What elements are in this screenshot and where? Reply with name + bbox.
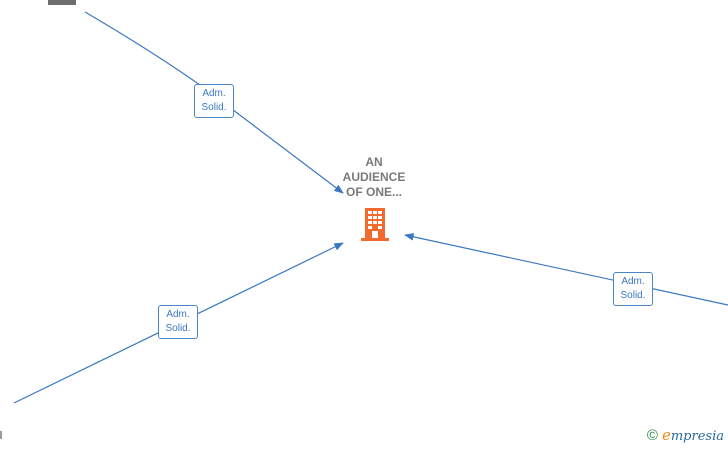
edge-label-line: Solid.	[620, 290, 646, 301]
edge-top-left[interactable]	[84, 11, 344, 194]
edge-label-line: Adm.	[621, 276, 645, 287]
left-node-stub[interactable]	[0, 431, 2, 439]
edge-label-line: Solid.	[201, 102, 227, 113]
company-name-line: AUDIENCE	[342, 170, 406, 184]
building-icon[interactable]	[360, 207, 390, 241]
edge-label-line: Adm.	[166, 309, 190, 320]
company-name-line: AN	[365, 155, 383, 169]
empresia-watermark: ©empresia	[647, 426, 724, 444]
top-node-stub[interactable]	[48, 0, 76, 5]
copyright-symbol: ©	[646, 427, 658, 444]
edge-label-bottom-left[interactable]: Adm. Solid.	[158, 305, 198, 339]
edge-right[interactable]	[404, 233, 728, 306]
edge-label-right[interactable]: Adm. Solid.	[613, 272, 653, 306]
brand-initial: e	[661, 426, 671, 444]
company-name-line: OF ONE...	[345, 185, 402, 199]
edge-label-line: Solid.	[165, 323, 191, 334]
company-name[interactable]: AN AUDIENCE OF ONE...	[330, 155, 418, 200]
edge-label-line: Adm.	[202, 88, 226, 99]
edge-label-top-left[interactable]: Adm. Solid.	[194, 84, 234, 118]
brand-name: mpresia	[670, 429, 724, 444]
